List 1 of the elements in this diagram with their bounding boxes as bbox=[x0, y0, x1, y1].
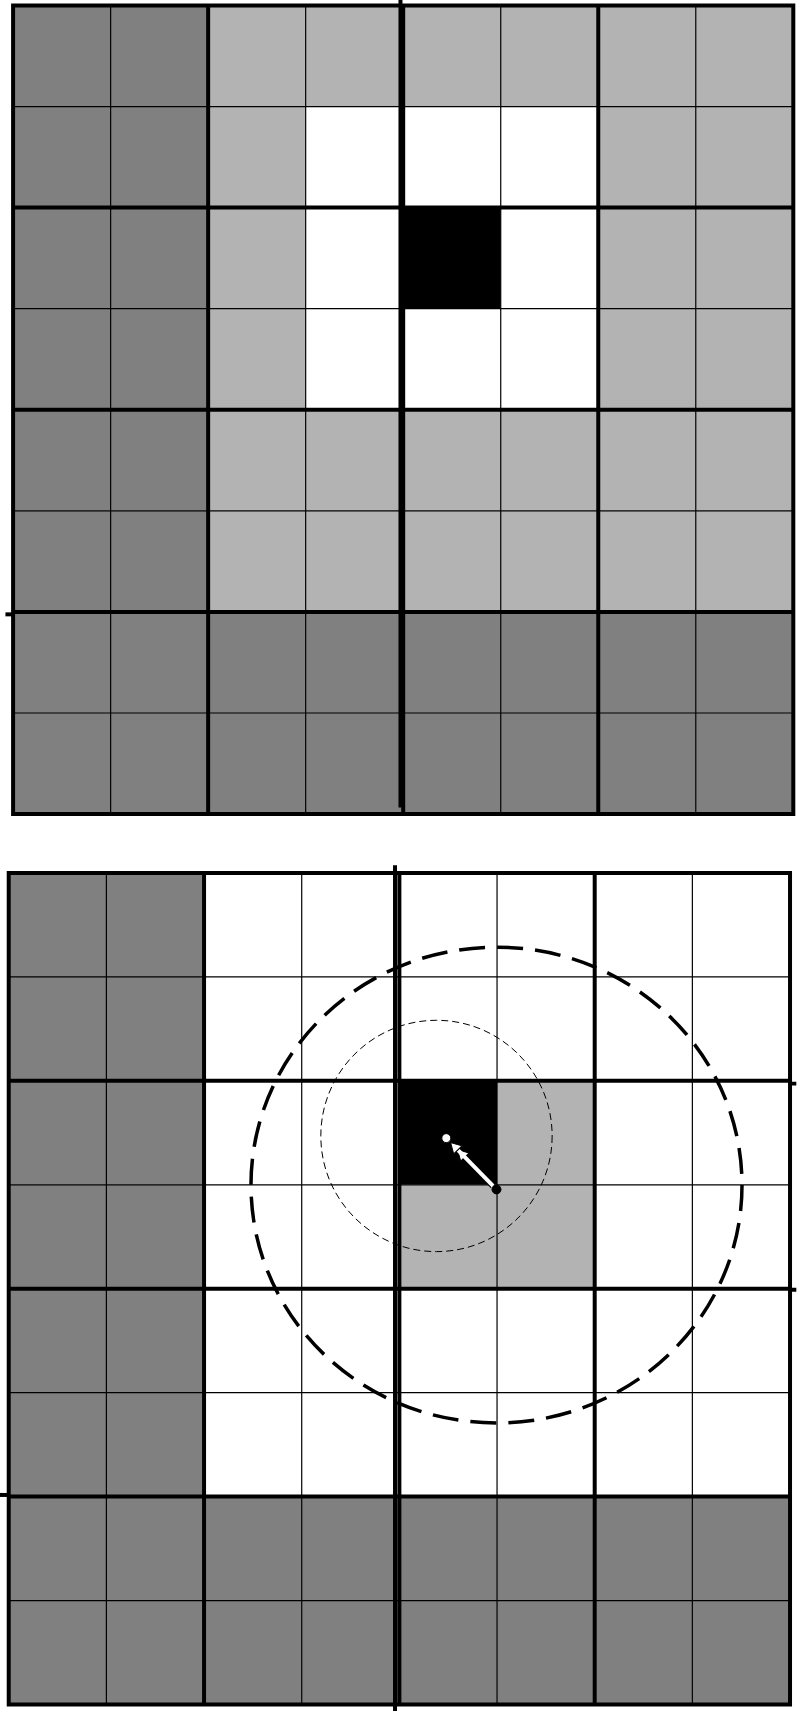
arrow bbox=[450, 1141, 496, 1189]
